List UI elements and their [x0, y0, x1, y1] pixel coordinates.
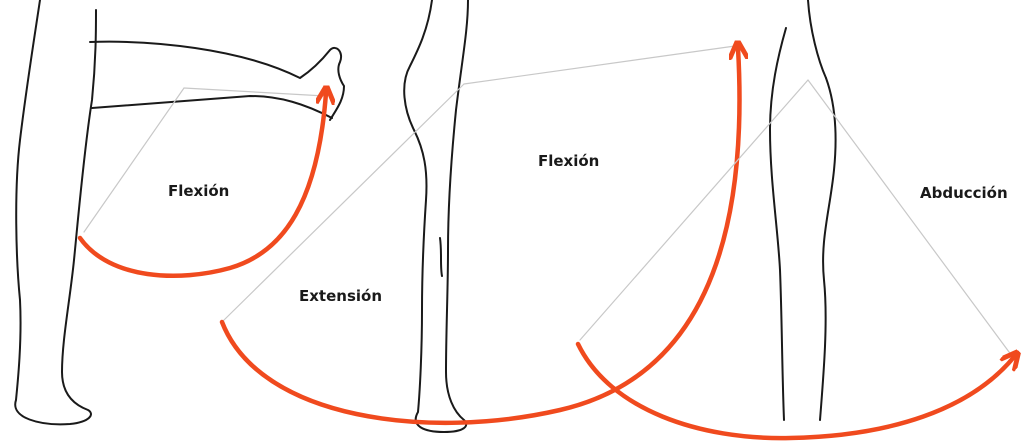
guide-line — [464, 46, 735, 84]
thigh-outline-top — [90, 42, 344, 120]
label-knee-flexion: Flexión — [168, 182, 229, 200]
arc-arrow-hip-abduction — [578, 344, 1014, 438]
thigh-outline-bottom — [92, 96, 332, 118]
hip-outline — [808, 0, 826, 78]
label-hip-abduction: Abducción — [920, 184, 1008, 202]
figure-hip-abduction — [580, 0, 1012, 420]
guide-line — [808, 80, 1012, 356]
guide-line — [84, 88, 184, 232]
leg-outline-left — [770, 28, 786, 420]
knee-crease — [440, 238, 442, 276]
leg-outline-right — [820, 78, 836, 420]
label-hip-extension: Extensión — [299, 287, 382, 305]
leg-outline-front — [404, 0, 468, 432]
figure-hip-flexion-extension — [222, 0, 735, 432]
guide-line — [184, 88, 325, 96]
guide-line — [580, 80, 808, 340]
leg-outline-back — [15, 0, 96, 424]
label-hip-flexion: Flexión — [538, 152, 599, 170]
